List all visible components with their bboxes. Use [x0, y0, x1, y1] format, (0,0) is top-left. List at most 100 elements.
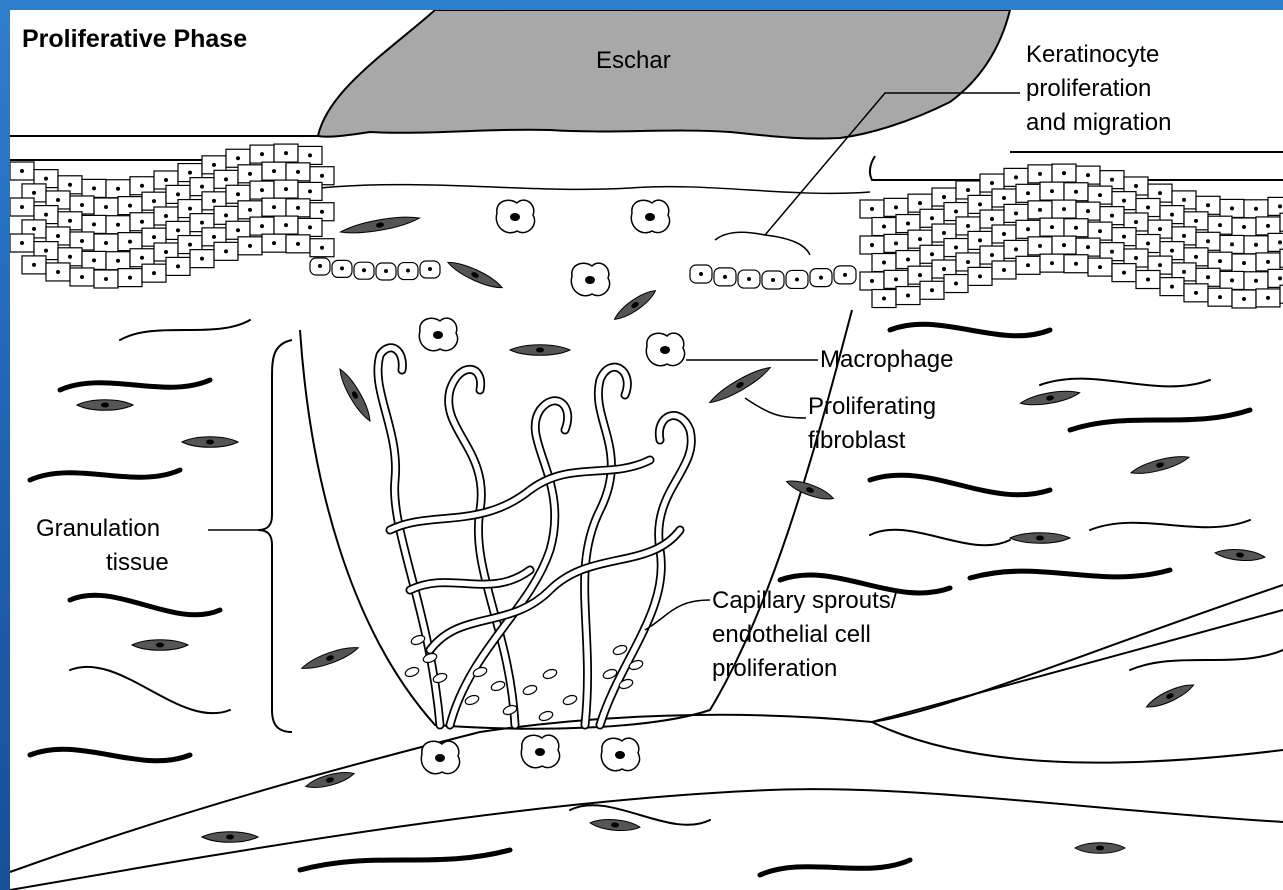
cell-nucleus: [260, 152, 264, 156]
macrophage-nucleus: [645, 213, 655, 221]
endothelial-cell: [562, 694, 578, 706]
fibroblast: [300, 643, 360, 673]
cell-nucleus: [1026, 263, 1030, 267]
cell-nucleus: [771, 278, 775, 282]
cell-nucleus: [1146, 278, 1150, 282]
cell-nucleus: [1086, 209, 1090, 213]
cell-nucleus: [1014, 211, 1018, 215]
fibroblast: [707, 363, 773, 407]
cell-nucleus: [362, 268, 366, 272]
cell-nucleus: [318, 264, 322, 268]
cell-nucleus: [918, 237, 922, 241]
cell-nucleus: [44, 213, 48, 217]
cell-nucleus: [200, 221, 204, 225]
cell-nucleus: [882, 297, 886, 301]
cell-nucleus: [1074, 226, 1078, 230]
macrophage-nucleus: [535, 748, 545, 756]
cell-nucleus: [1206, 203, 1210, 207]
cell-nucleus: [1110, 214, 1114, 218]
cell-nucleus: [1230, 206, 1234, 210]
label-keratinocyte-3: and migration: [1026, 108, 1171, 138]
label-eschar: Eschar: [596, 46, 671, 76]
fibroblast: [132, 640, 188, 651]
cell-nucleus: [942, 195, 946, 199]
cell-nucleus: [80, 275, 84, 279]
fibroblast-nucleus: [101, 403, 109, 408]
cell-nucleus: [1146, 206, 1150, 210]
collagen-fiber: [970, 570, 1170, 578]
collagen-fiber: [30, 749, 190, 761]
cell-nucleus: [320, 174, 324, 178]
collagen-fiber: [30, 470, 180, 480]
fibroblast: [612, 286, 659, 323]
cell-nucleus: [56, 270, 60, 274]
macrophage: [419, 318, 457, 351]
fibroblast: [340, 213, 421, 237]
collagen-fiber: [60, 380, 210, 390]
cell-nucleus: [1266, 260, 1270, 264]
cell-nucleus: [272, 205, 276, 209]
cell-nucleus: [942, 267, 946, 271]
cell-nucleus: [942, 231, 946, 235]
cell-nucleus: [140, 256, 144, 260]
cell-nucleus: [320, 246, 324, 250]
fibroblast: [1010, 533, 1070, 544]
cell-nucleus: [20, 241, 24, 245]
cell-nucleus: [966, 260, 970, 264]
cell-nucleus: [128, 240, 132, 244]
cell-nucleus: [92, 258, 96, 262]
label-macrophage: Macrophage: [820, 345, 953, 375]
cell-nucleus: [164, 178, 168, 182]
cell-nucleus: [1158, 191, 1162, 195]
cell-nucleus: [20, 169, 24, 173]
cell-nucleus: [843, 273, 847, 277]
fibroblast-nucleus: [206, 440, 214, 445]
cell-nucleus: [954, 210, 958, 214]
collagen-fiber: [890, 324, 1050, 336]
cell-nucleus: [104, 205, 108, 209]
cell-nucleus: [966, 224, 970, 228]
cell-nucleus: [870, 207, 874, 211]
label-capillary-2: endothelial cell: [712, 620, 871, 650]
macrophage-nucleus: [585, 276, 595, 284]
fibroblast: [1144, 680, 1196, 711]
cell-nucleus: [1278, 240, 1282, 244]
cell-nucleus: [296, 206, 300, 210]
macrophage-nucleus: [433, 331, 443, 339]
cell-nucleus: [1218, 295, 1222, 299]
cell-nucleus: [990, 217, 994, 221]
cell-nucleus: [954, 246, 958, 250]
cell-nucleus: [978, 274, 982, 278]
cell-nucleus: [1014, 175, 1018, 179]
fibroblast: [1130, 452, 1191, 478]
collagen-fiber: [570, 805, 710, 825]
collagen-fiber: [70, 667, 230, 713]
cell-nucleus: [224, 213, 228, 217]
cell-nucleus: [1062, 243, 1066, 247]
cell-nucleus: [1098, 193, 1102, 197]
cell-nucleus: [1242, 225, 1246, 229]
fibroblast-nucleus: [1096, 846, 1104, 851]
endothelial-cell: [538, 710, 554, 722]
cell-nucleus: [1062, 207, 1066, 211]
cell-nucleus: [248, 208, 252, 212]
fibroblast: [202, 832, 258, 843]
cell-nucleus: [1002, 196, 1006, 200]
cell-nucleus: [44, 249, 48, 253]
fibroblast-nucleus: [1036, 536, 1044, 541]
cell-nucleus: [1182, 234, 1186, 238]
cell-nucleus: [1110, 250, 1114, 254]
macrophage: [646, 333, 684, 366]
cell-nucleus: [200, 257, 204, 261]
cell-nucleus: [1266, 296, 1270, 300]
cell-nucleus: [1206, 275, 1210, 279]
cell-nucleus: [308, 189, 312, 193]
fibroblast: [1020, 388, 1081, 409]
cell-nucleus: [1218, 223, 1222, 227]
cell-nucleus: [140, 184, 144, 188]
diagram-title: Proliferative Phase: [22, 24, 247, 54]
collagen-fiber: [1040, 379, 1210, 387]
cell-nucleus: [1122, 199, 1126, 203]
cell-nucleus: [1038, 208, 1042, 212]
cell-nucleus: [152, 199, 156, 203]
